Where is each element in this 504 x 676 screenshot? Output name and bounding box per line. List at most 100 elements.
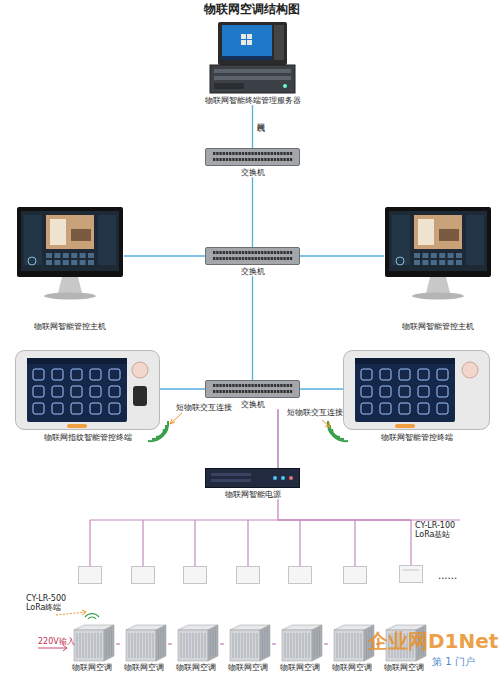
drawing-part xyxy=(178,630,208,661)
drawing-part xyxy=(205,633,206,658)
drawing-part xyxy=(82,610,86,615)
drawing-part xyxy=(232,257,234,260)
drawing-part xyxy=(399,386,410,397)
drawing-part xyxy=(274,158,276,161)
drawing-part xyxy=(218,22,287,65)
drawing-part xyxy=(380,403,391,414)
drawing-part xyxy=(223,158,225,161)
drawing-part xyxy=(389,211,487,271)
drawing-part xyxy=(267,627,268,655)
drawing-part xyxy=(16,207,124,300)
drawing-part xyxy=(92,633,93,658)
drawing-part xyxy=(254,633,255,658)
drawing-part xyxy=(216,251,218,254)
drawing-part xyxy=(132,633,133,658)
connector-line xyxy=(116,643,120,644)
drawing-part xyxy=(222,56,272,60)
drawing-part xyxy=(274,257,276,260)
drawing-part xyxy=(258,390,260,393)
drawing-part xyxy=(418,403,429,414)
drawing-part xyxy=(230,630,260,661)
drawing-part xyxy=(141,633,142,658)
lora-station-boxes xyxy=(79,567,367,584)
drawing-part xyxy=(267,158,269,161)
drawing-part xyxy=(205,468,300,488)
drawing-part xyxy=(262,630,263,658)
drawing-part xyxy=(44,293,96,300)
drawing-part xyxy=(251,158,253,161)
drawing-part xyxy=(226,257,228,260)
drawing-part xyxy=(138,633,139,658)
drawing-part xyxy=(211,473,251,476)
drawing-part xyxy=(210,65,295,93)
drawing-part xyxy=(248,152,250,155)
drawing-part xyxy=(277,158,279,161)
drawing-part xyxy=(216,257,218,260)
drawing-part xyxy=(294,633,295,658)
drawing-part xyxy=(287,257,289,260)
device-illustration xyxy=(172,624,220,662)
drawing-part xyxy=(46,260,52,265)
drawing-part xyxy=(205,148,300,166)
drawing-part xyxy=(219,384,221,387)
drawing-part xyxy=(109,386,120,397)
drawing-part xyxy=(208,625,218,661)
drawing-part xyxy=(38,648,67,649)
node-label: 物联网空调 xyxy=(276,664,324,673)
drawing-part xyxy=(260,625,270,661)
drawing-part xyxy=(153,633,154,658)
drawing-part xyxy=(213,257,215,260)
drawing-part xyxy=(248,384,250,387)
drawing-part xyxy=(281,476,285,480)
drawing-part xyxy=(355,633,356,658)
drawing-part xyxy=(213,384,215,387)
drawing-part xyxy=(245,158,247,161)
drawing-part xyxy=(399,539,423,584)
drawing-part xyxy=(219,152,221,155)
drawing-part xyxy=(206,469,300,488)
drawing-part xyxy=(277,251,279,254)
drawing-part xyxy=(15,350,160,430)
drawing-part xyxy=(210,630,211,658)
drawing-part xyxy=(88,617,96,619)
drawing-part xyxy=(361,386,372,397)
device-illustration xyxy=(16,207,124,300)
drawing-part xyxy=(261,384,263,387)
drawing-part xyxy=(346,633,347,658)
drawing-part xyxy=(111,627,112,655)
drawing-part xyxy=(255,384,257,387)
drawing-part xyxy=(290,158,292,161)
drawing-part xyxy=(80,260,86,265)
drawing-part xyxy=(251,257,253,260)
drawing-part xyxy=(206,248,300,265)
drawing-part xyxy=(184,633,185,658)
annotation-label: 短物联交互连接 xyxy=(176,404,232,413)
drawing-part xyxy=(283,152,285,155)
drawing-part xyxy=(344,351,490,430)
drawing-part xyxy=(83,633,84,658)
drawing-part xyxy=(426,277,450,293)
drawing-part xyxy=(255,257,257,260)
drawing-part xyxy=(280,384,282,387)
drawing-part xyxy=(71,260,77,265)
device-node: 物联网智能管控主机 xyxy=(384,207,492,331)
node-label: 交换机 xyxy=(205,168,300,177)
drawing-part xyxy=(291,633,292,658)
drawing-part xyxy=(277,384,279,387)
drawing-part xyxy=(456,260,462,265)
drawing-part xyxy=(214,76,291,80)
drawing-part xyxy=(309,633,310,658)
drawing-part xyxy=(63,260,69,265)
node-label: 物联网空调 xyxy=(172,664,220,673)
drawing-part xyxy=(418,369,429,380)
drawing-part xyxy=(28,257,36,265)
connector-line xyxy=(277,409,278,468)
drawing-part xyxy=(219,251,221,254)
drawing-part xyxy=(109,369,120,380)
drawing-part xyxy=(27,358,127,364)
drawing-part xyxy=(170,413,182,424)
drawing-part xyxy=(235,251,237,254)
drawing-part xyxy=(325,422,330,427)
device-illustration xyxy=(399,539,469,584)
drawing-part xyxy=(251,152,253,155)
